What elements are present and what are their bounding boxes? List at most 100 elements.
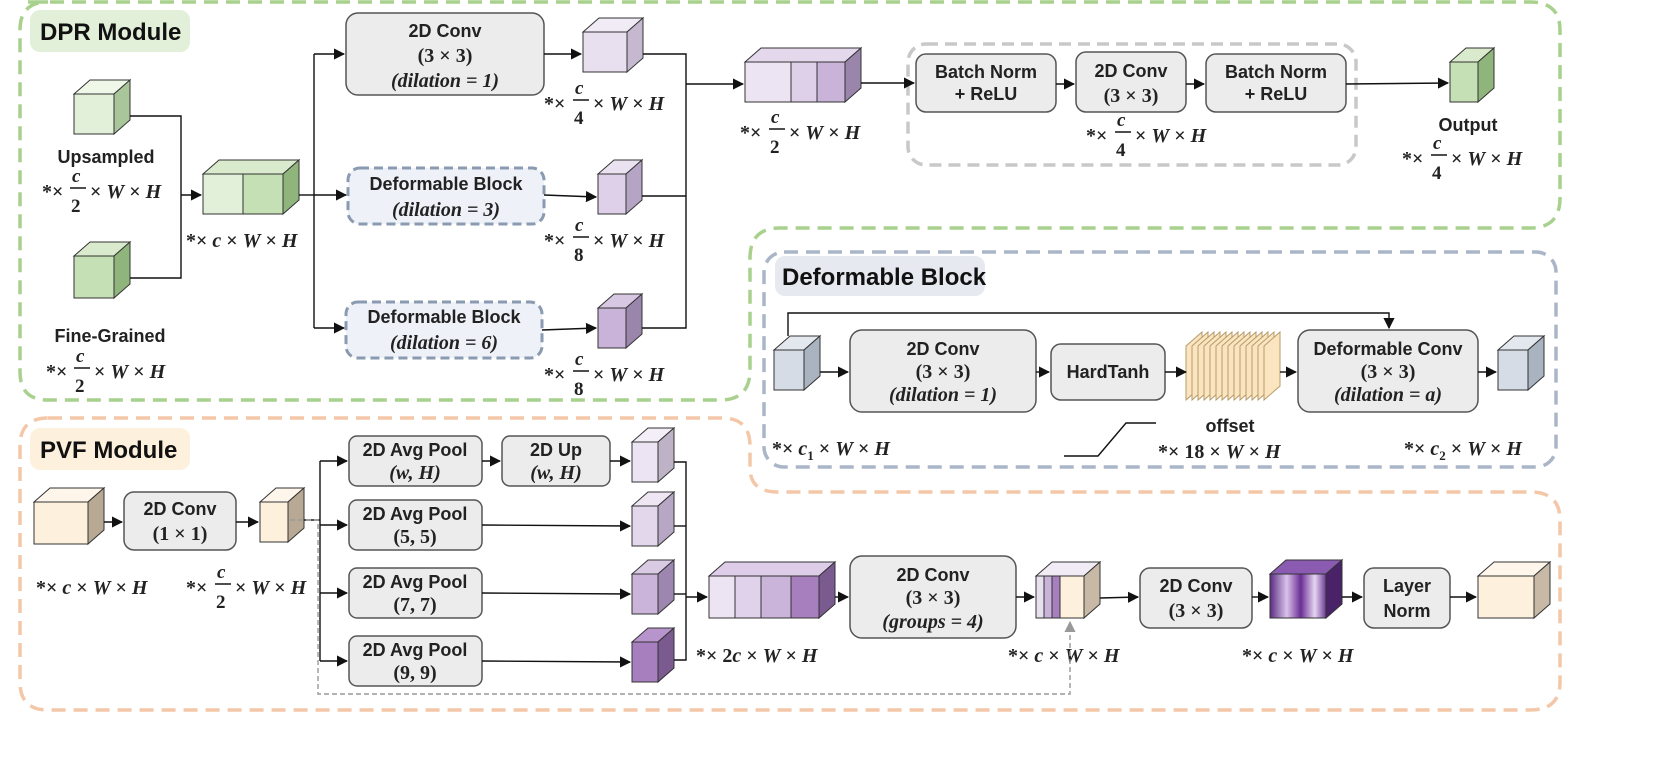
dpr-conv1-title: 2D Conv [408, 21, 481, 41]
shape-db-output: *× c2 × W × H [1404, 438, 1523, 463]
shape-pvf-input: *× c × W × H [36, 577, 149, 599]
pvf-up1-size: (w, H) [530, 462, 581, 484]
db-deformconv-dilation: (dilation = a) [1334, 384, 1442, 406]
pvf-gconv-groups: (groups = 4) [882, 611, 983, 633]
pvf-concat-cube [707, 560, 837, 620]
svg-text:*× c × W × H: *× c × W × H [1242, 645, 1355, 667]
dpr-deform3-dilation: (dilation = 3) [392, 199, 500, 221]
pool3-cube [630, 558, 676, 616]
shape-concat: *× c × W × H [186, 230, 299, 252]
shape-upsampled: *× c 2 × W × H [42, 166, 163, 217]
shape-branch1: *× c 4 × W × H [544, 78, 666, 129]
db-conv-box [849, 329, 1037, 413]
svg-text:*×: *× [46, 361, 67, 383]
svg-text:*× c × W × H: *× c × W × H [1008, 645, 1121, 667]
conv33-out-cube [1268, 558, 1344, 620]
svg-text:*×: *× [740, 122, 761, 144]
svg-text:*×: *× [1402, 148, 1423, 170]
pvf-pool1-title: 2D Avg Pool [363, 440, 468, 460]
pvf-module-title: PVF Module [40, 437, 177, 464]
db-deformconv-title: Deformable Conv [1313, 339, 1462, 359]
pvf-conv11-title: 2D Conv [143, 499, 216, 519]
dpr-conv-mid-box [1075, 51, 1187, 113]
shape-pvf-gconv-out: *× c × W × H [1008, 645, 1121, 667]
db-conv-title: 2D Conv [906, 339, 979, 359]
dpr-module-border [18, 0, 1562, 402]
svg-text:*× c2 × W × H: *× c2 × W × H [1404, 438, 1523, 463]
pool4-cube [630, 626, 676, 684]
pvf-conv-out-cube [258, 486, 306, 544]
dpr-bn1-box [915, 53, 1057, 113]
svg-text:2: 2 [71, 196, 81, 217]
dpr-bn2-line2: + ReLU [1245, 84, 1308, 104]
dpr-module-title: DPR Module [40, 19, 181, 46]
db-hardtanh-label: HardTanh [1067, 362, 1150, 382]
svg-text:8: 8 [574, 245, 584, 266]
deformable-block-title: Deformable Block [782, 264, 987, 291]
pvf-pool4-title: 2D Avg Pool [363, 640, 468, 660]
dpr-connectors [130, 48, 1450, 334]
db-input-cube [772, 334, 822, 392]
shape-fine-grained: *× c 2 × W × H [46, 346, 167, 397]
pvf-conv11-kernel: (1 × 1) [153, 523, 208, 545]
svg-text:4: 4 [1116, 140, 1126, 161]
db-output-cube [1496, 334, 1546, 392]
svg-text:c: c [575, 215, 584, 236]
pool2-cube [630, 490, 676, 548]
offset-stack [1185, 330, 1281, 402]
pvf-pool2-title: 2D Avg Pool [363, 504, 468, 524]
svg-text:2: 2 [75, 376, 85, 397]
deform-connectors [787, 312, 1498, 457]
svg-text:c: c [1433, 133, 1442, 154]
upsampled-cube [72, 78, 132, 136]
shape-db-input: *× c1 × W × H [772, 438, 891, 463]
shape-output: *× c 4 × W × H [1402, 133, 1524, 184]
dpr-conv-mid-title: 2D Conv [1094, 61, 1167, 81]
dpr-deform6-box [344, 300, 544, 360]
shape-pvf-conv33-out: *× c × W × H [1242, 645, 1355, 667]
svg-text:× W × H: × W × H [235, 577, 308, 599]
svg-text:c: c [217, 562, 226, 583]
dpr-concat-cube [743, 46, 863, 104]
db-deformconv-kernel: (3 × 3) [1361, 361, 1416, 383]
dpr-conv-group-border [906, 42, 1358, 167]
svg-text:4: 4 [574, 108, 584, 129]
pvf-lnorm-line2: Norm [1383, 601, 1430, 621]
svg-text:*× 18 × W × H: *× 18 × W × H [1158, 441, 1282, 463]
svg-text:c: c [72, 166, 81, 187]
shape-branch3: *× c 8 × W × H [544, 349, 666, 400]
dpr-bn1-line1: Batch Norm [935, 62, 1037, 82]
shape-dpr-conv-group: *× c 4 × W × H [1086, 110, 1208, 161]
pvf-connectors [104, 455, 1478, 695]
pvf-gconv-kernel: (3 × 3) [906, 587, 961, 609]
pvf-conv33-title: 2D Conv [1159, 576, 1232, 596]
svg-text:c: c [771, 107, 780, 128]
pvf-lnorm-box [1363, 567, 1451, 629]
pvf-gconv-title: 2D Conv [896, 565, 969, 585]
svg-text:c: c [1117, 110, 1126, 131]
svg-text:*×: *× [544, 230, 565, 252]
svg-text:× W × H: × W × H [789, 122, 862, 144]
fine-grained-cube [72, 240, 132, 300]
svg-text:*× c × W × H: *× c × W × H [36, 577, 149, 599]
svg-text:× W × H: × W × H [1451, 148, 1524, 170]
shape-pvf-conv-out: *× c 2 × W × H [186, 562, 308, 613]
svg-text:*×: *× [544, 93, 565, 115]
svg-text:× W × H: × W × H [593, 230, 666, 252]
db-conv-dilation: (dilation = 1) [889, 384, 997, 406]
pvf-pool3-size: (7, 7) [393, 594, 436, 616]
gconv-out-cube [1034, 560, 1102, 620]
svg-text:2: 2 [770, 137, 780, 158]
dpr-deform6-dilation: (dilation = 6) [390, 332, 498, 354]
svg-text:× W × H: × W × H [94, 361, 167, 383]
svg-text:c: c [575, 78, 584, 99]
dpr-bn1-line2: + ReLU [955, 84, 1018, 104]
svg-text:*×: *× [544, 364, 565, 386]
pvf-conv11-box [123, 491, 237, 551]
pvf-pool2-size: (5, 5) [393, 526, 436, 548]
pvf-input-cube [32, 486, 106, 546]
svg-text:× W × H: × W × H [1135, 125, 1208, 147]
branch1-cube [581, 16, 645, 74]
svg-text:2: 2 [216, 592, 226, 613]
